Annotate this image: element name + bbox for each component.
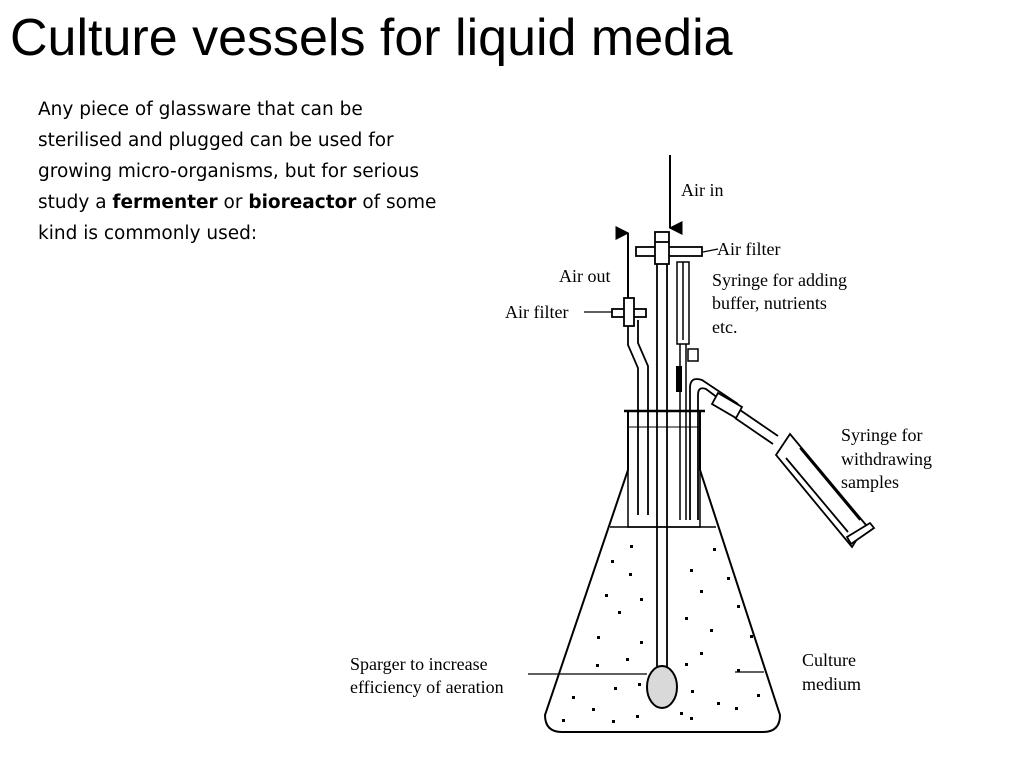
withdraw-syringe xyxy=(689,378,876,549)
flask xyxy=(543,409,782,733)
intro-text-2: or xyxy=(217,192,249,213)
label-syringe-withdraw-1: Syringe for xyxy=(841,425,922,445)
adding-syringe xyxy=(676,261,699,520)
label-sparger-1: Sparger to increase xyxy=(350,654,488,674)
label-syringe-add-3: etc. xyxy=(712,317,737,337)
slide-title: Culture vessels for liquid media xyxy=(10,9,733,67)
label-syringe-add-1: Syringe for adding xyxy=(712,270,847,290)
label-syringe-withdraw-2: withdrawing xyxy=(841,449,932,469)
label-air-in: Air in xyxy=(681,180,724,200)
label-sparger-2: efficiency of aeration xyxy=(350,677,504,697)
label-culture-2: medium xyxy=(802,674,861,694)
label-syringe-add-2: buffer, nutrients xyxy=(712,293,827,313)
label-air-out: Air out xyxy=(559,266,611,286)
culture-medium-dots xyxy=(562,545,760,723)
label-syringe-withdraw-3: samples xyxy=(841,472,899,492)
intro-text-1: Any piece of glassware that can be steri… xyxy=(38,99,420,213)
air-in-tube xyxy=(635,231,703,668)
intro-paragraph: Any piece of glassware that can be steri… xyxy=(38,94,448,249)
label-culture-1: Culture xyxy=(802,650,856,670)
label-air-filter-top: Air filter xyxy=(717,239,780,259)
term-fermenter: fermenter xyxy=(112,192,218,213)
leader-lines xyxy=(528,248,764,675)
air-out-tube xyxy=(611,297,649,515)
sparger xyxy=(646,665,678,709)
flask-outline xyxy=(543,411,782,733)
label-air-filter-left: Air filter xyxy=(505,302,568,322)
intro-text-3: of some kind is commonly used: xyxy=(38,192,437,244)
term-bioreactor: bioreactor xyxy=(248,192,357,213)
